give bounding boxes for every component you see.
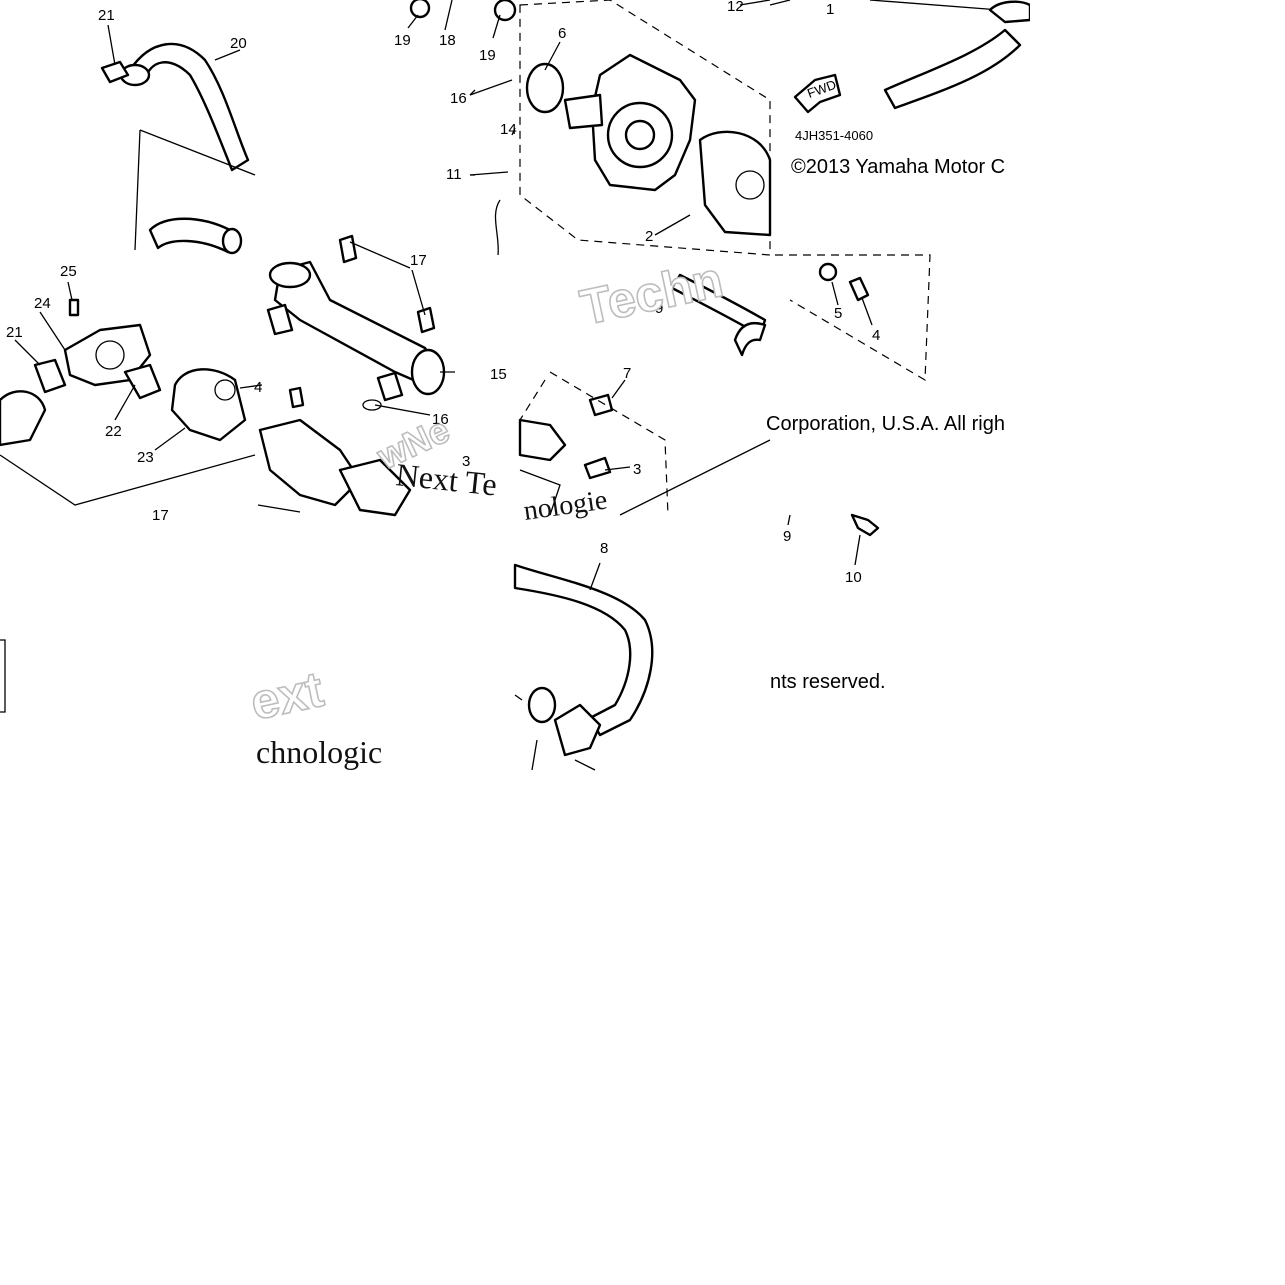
blank-area-right <box>1030 0 1285 515</box>
callout-5: 5 <box>834 305 842 322</box>
callout-10: 10 <box>845 569 862 586</box>
pump-cover-fasteners <box>518 254 931 516</box>
callout-3-b: 3 <box>633 461 641 478</box>
callout-6: 6 <box>558 25 566 42</box>
callout-2: 2 <box>645 228 653 245</box>
callout-1: 1 <box>826 1 834 18</box>
callout-22: 22 <box>105 423 122 440</box>
callout-23: 23 <box>137 449 154 466</box>
callout-numbers: 21 20 19 18 19 6 12 1 16 14 11 2 25 24 2… <box>6 0 880 586</box>
water-pump-assembly <box>519 0 772 256</box>
callout-4-a: 4 <box>254 379 262 396</box>
callout-12: 12 <box>727 0 744 15</box>
callout-3-a: 3 <box>462 453 470 470</box>
callout-14: 14 <box>500 121 517 138</box>
hose-assembly-1: FWD <box>793 0 1032 114</box>
diagram-code: 4JH351-4060 <box>795 128 873 143</box>
callout-21-b: 21 <box>6 324 23 341</box>
callout-20: 20 <box>230 35 247 52</box>
callout-25: 25 <box>60 263 77 280</box>
watermark-nologie: nologie <box>522 485 609 527</box>
callout-16-b: 16 <box>432 411 449 428</box>
callout-21-a: 21 <box>98 7 115 24</box>
callout-4-b: 4 <box>872 327 880 344</box>
callout-17-b: 17 <box>152 507 169 524</box>
hose-assembly-20 <box>100 42 256 255</box>
callout-8: 8 <box>600 540 608 557</box>
callout-16-a: 16 <box>450 90 467 107</box>
thermostat-housing <box>0 298 305 506</box>
leader-lines <box>14 0 873 591</box>
watermark-next-te: Next Te <box>394 456 498 502</box>
copyright-line-2: Corporation, U.S.A. All righ <box>766 413 1005 435</box>
callout-11: 11 <box>446 166 462 183</box>
copyright-line-1: ©2013 Yamaha Motor C <box>791 156 1005 178</box>
water-pipe-15 <box>257 234 446 517</box>
hose-assembly-8 <box>513 563 654 771</box>
callout-7: 7 <box>623 365 631 382</box>
watermark-chnologic: chnologic <box>256 734 382 770</box>
watermark-ext: ext <box>246 661 329 731</box>
callout-15: 15 <box>490 366 507 383</box>
fwd-arrow-icon: FWD <box>793 73 842 114</box>
pipe-fittings-top <box>409 0 517 256</box>
callout-9-a: 9 <box>655 300 663 317</box>
callout-24: 24 <box>34 295 51 312</box>
callout-18: 18 <box>439 32 456 49</box>
callout-9-b: 9 <box>783 528 791 545</box>
callout-17-a: 17 <box>410 252 427 269</box>
bolt-10-assembly <box>0 513 880 713</box>
callout-19-b: 19 <box>479 47 496 64</box>
copyright-line-3: nts reserved. <box>770 671 886 693</box>
watermark-techn: Techn <box>576 251 728 336</box>
callout-19-a: 19 <box>394 32 411 49</box>
